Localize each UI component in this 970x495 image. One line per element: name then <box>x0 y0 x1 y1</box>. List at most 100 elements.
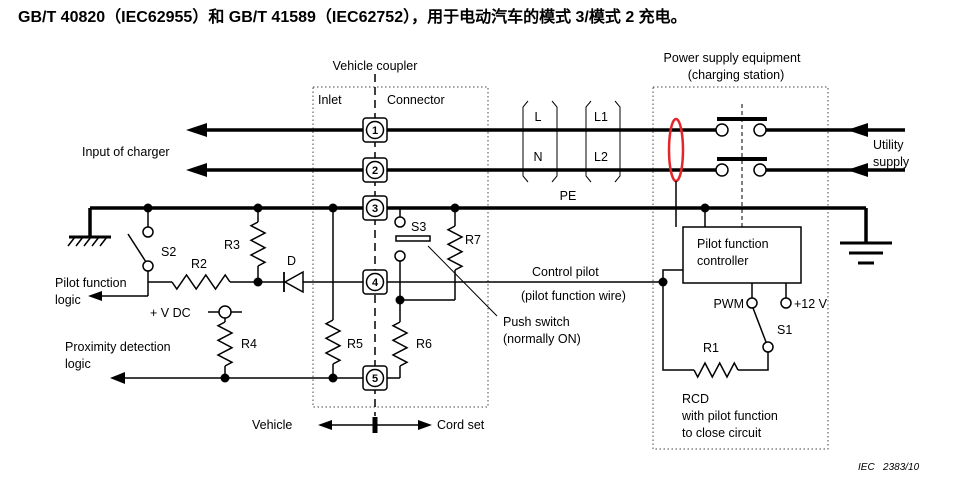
push-switch-label-2: (normally ON) <box>503 332 581 346</box>
pin-number: 1 <box>372 125 378 137</box>
junction-dot <box>328 203 338 213</box>
vehicle-cordset-divider <box>318 417 432 433</box>
pin-number: 3 <box>372 203 378 215</box>
junction-dot <box>143 203 153 213</box>
ground-hatch <box>91 236 100 247</box>
conductor-pe-label: PE <box>560 189 577 203</box>
bracket-right <box>551 100 558 183</box>
coupler-pin-5: 5 <box>362 365 388 391</box>
resistor-r4 <box>216 321 234 367</box>
contactor-contact <box>715 123 729 137</box>
push-switch-label: Push switch <box>503 315 570 329</box>
arrow-left-icon <box>186 163 207 177</box>
arrow-left-icon <box>88 291 102 301</box>
inlet-label: Inlet <box>318 93 342 107</box>
utility-label: Utility <box>873 138 904 152</box>
control-pilot-label: Control pilot <box>532 265 599 279</box>
connector-circuit <box>387 208 663 379</box>
pin-number: 5 <box>372 373 378 385</box>
switch-s1-contact <box>762 341 774 353</box>
resistor-r3 <box>249 221 267 267</box>
contactor-contact <box>753 163 767 177</box>
bracket-left <box>585 100 592 183</box>
connector-label: Connector <box>387 93 445 107</box>
cord-set-label: Cord set <box>437 418 485 432</box>
arrow-left-icon <box>847 123 868 137</box>
pin-contact <box>365 160 385 180</box>
r4-label: R4 <box>241 337 257 351</box>
resistor-r2 <box>171 273 231 291</box>
wire-r1-right <box>738 352 769 371</box>
arrow-left-icon <box>110 372 125 384</box>
resistor-r5 <box>324 319 342 365</box>
pin-contact <box>365 368 385 388</box>
pin-contact <box>365 272 385 292</box>
resistor-r1 <box>693 361 739 379</box>
wire-r1-left <box>662 282 694 371</box>
chassis-ground-icon <box>67 235 111 247</box>
station-subtitle: (charging station) <box>688 68 785 82</box>
switch-s2-contact <box>142 226 154 238</box>
conductor-n-label: N <box>533 150 542 164</box>
coupler-pin-3: 3 <box>362 195 388 221</box>
arrow-left-icon <box>186 123 207 137</box>
earth-ground-icon <box>840 241 892 265</box>
input-of-charger-label: Input of charger <box>82 145 170 159</box>
junctions <box>143 203 710 383</box>
pilot-logic-label: Pilot function <box>55 276 127 290</box>
ground-hatch <box>67 236 76 247</box>
s1-label: S1 <box>777 323 792 337</box>
contactor-contact <box>715 163 729 177</box>
rcd-label-2: with pilot function <box>681 409 778 423</box>
r2-label: R2 <box>191 257 207 271</box>
figure-reference: IEC 2383/10 <box>858 462 920 473</box>
charging-station-circuit <box>662 104 802 379</box>
ground-hatch <box>75 236 84 247</box>
conductor-n <box>186 163 905 177</box>
junction-dot <box>395 295 405 305</box>
rcd-label-3: to close circuit <box>682 426 762 440</box>
conductor-brackets <box>522 100 621 183</box>
supply-label: supply <box>873 155 910 169</box>
r7-label: R7 <box>465 233 481 247</box>
switch-s3-plunger <box>395 235 431 242</box>
ground-hatch <box>83 236 92 247</box>
vehicle-circuit <box>88 208 363 384</box>
conductor-l-label: L <box>535 110 542 124</box>
bracket-left <box>522 100 529 183</box>
junction-dot <box>700 203 710 213</box>
rcd-label: RCD <box>682 392 709 406</box>
vehicle-label: Vehicle <box>252 418 292 432</box>
d-label: D <box>287 254 296 268</box>
coupler-pin-2: 2 <box>362 157 388 183</box>
controller-label: Pilot function <box>697 237 769 251</box>
controller-label-2: controller <box>697 254 748 268</box>
proximity-label: Proximity detection <box>65 340 171 354</box>
proximity-label-2: logic <box>65 357 91 371</box>
diode-triangle <box>283 270 304 294</box>
vdc-terminal-icon <box>218 305 232 319</box>
junction-dot <box>450 203 460 213</box>
station-title: Power supply equipment <box>664 51 801 65</box>
arrow-right-icon <box>418 420 432 430</box>
junction-dot <box>220 373 230 383</box>
pin-contact <box>365 120 385 140</box>
junction-dot <box>253 203 263 213</box>
pilot-logic-label-2: logic <box>55 293 81 307</box>
conductor-pe <box>67 206 892 265</box>
r1-label: R1 <box>703 341 719 355</box>
conductor-l <box>186 123 905 137</box>
switch-s2-arm <box>127 233 147 263</box>
switch-s3-contact <box>394 250 406 262</box>
push-switch-leader <box>427 245 498 317</box>
arrow-left-icon <box>847 163 868 177</box>
s2-label: S2 <box>161 245 176 259</box>
coupler-title: Vehicle coupler <box>333 59 418 73</box>
diode-icon <box>283 270 304 294</box>
junction-dot <box>658 277 668 287</box>
r3-label: R3 <box>224 238 240 252</box>
page-title: GB/T 40820（IEC62955）和 GB/T 41589（IEC6275… <box>18 7 687 26</box>
ground-hatch <box>99 236 108 247</box>
s3-label: S3 <box>411 220 426 234</box>
